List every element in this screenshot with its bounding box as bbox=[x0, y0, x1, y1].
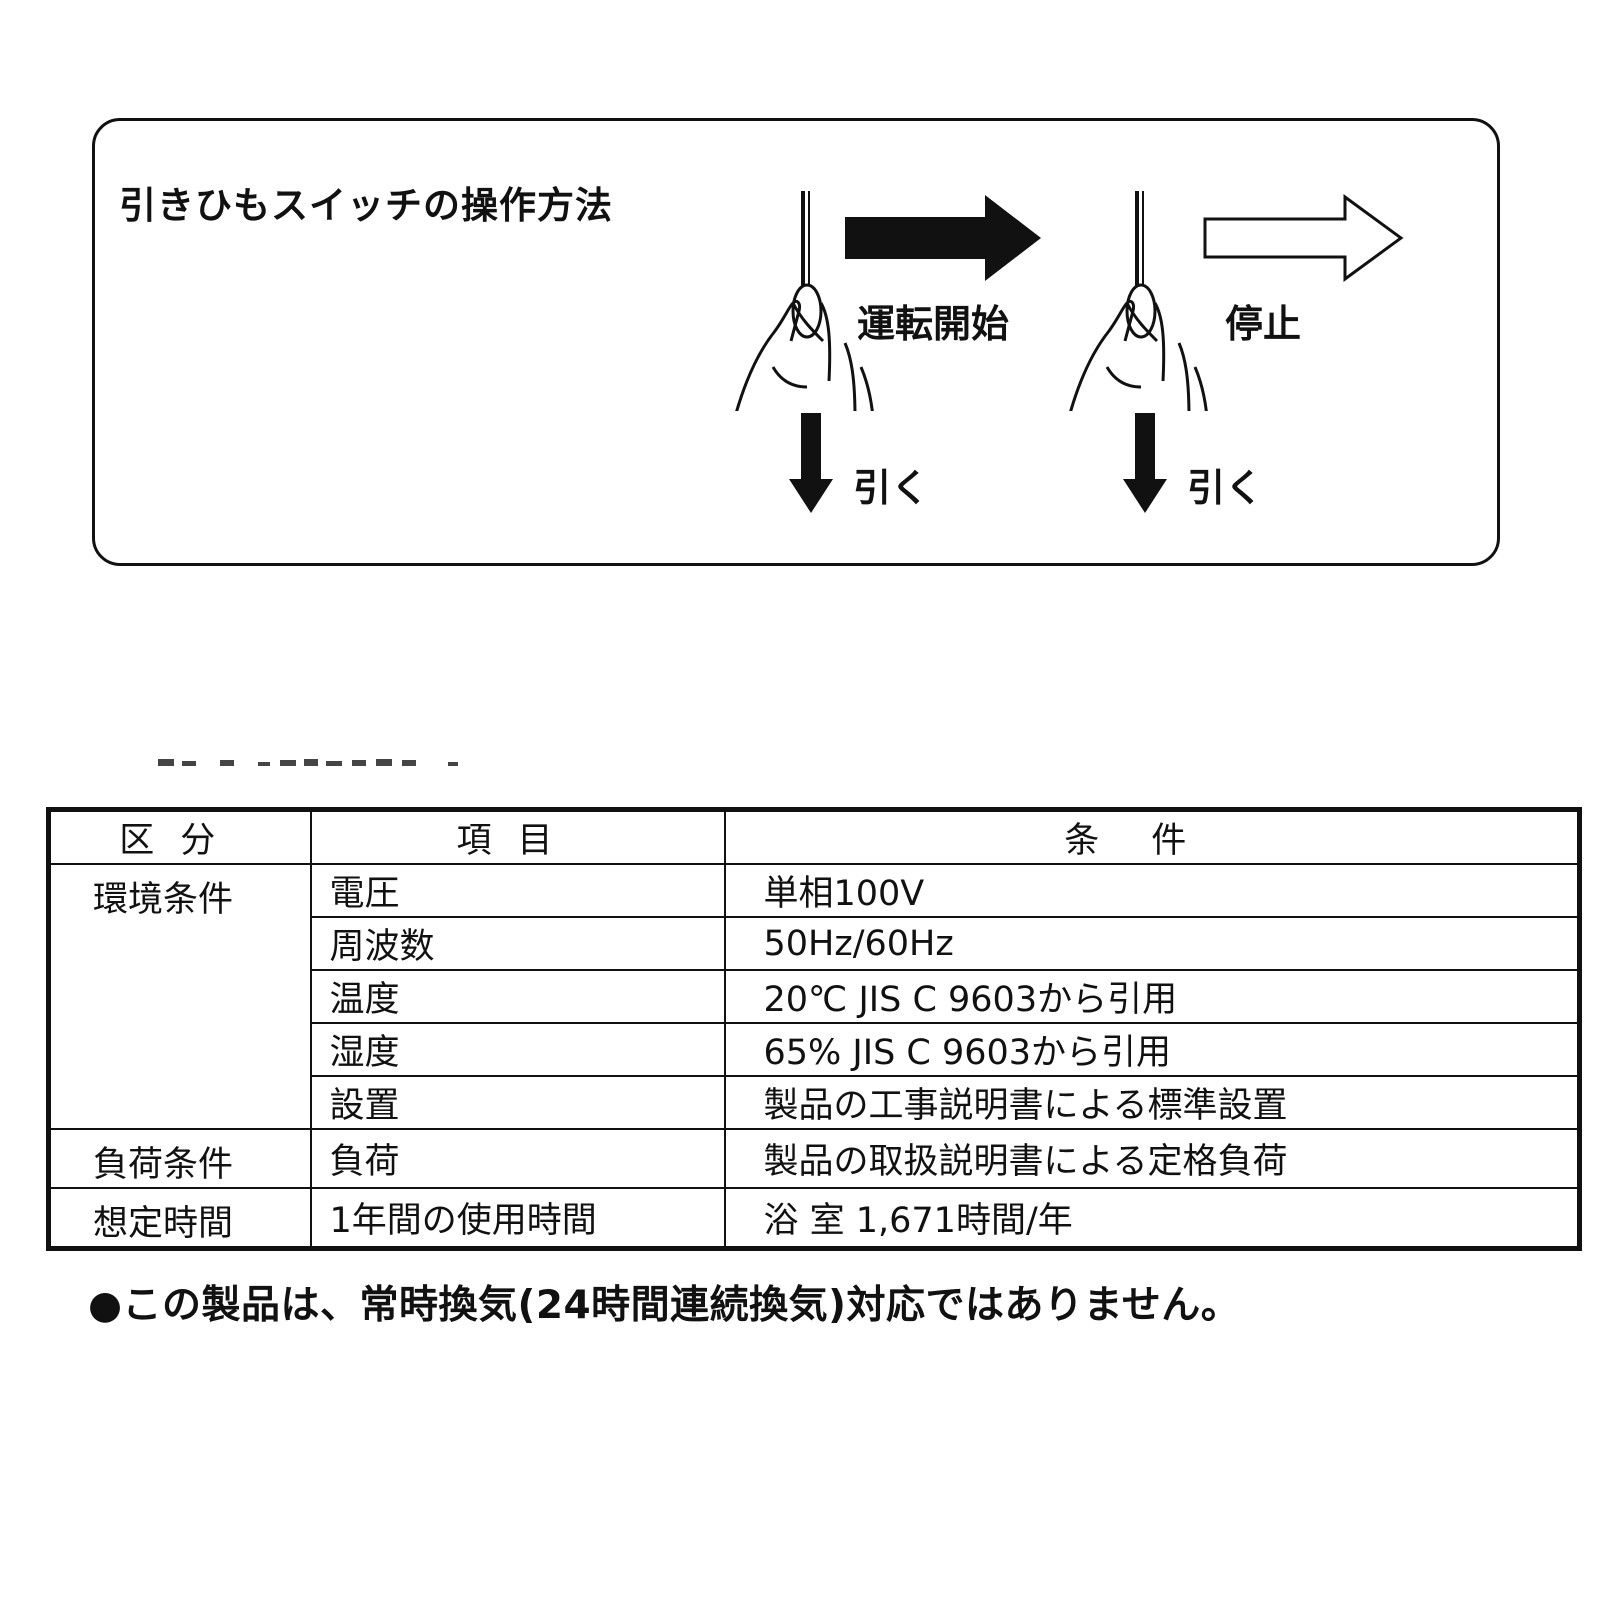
header-item: 項目 bbox=[309, 808, 726, 865]
hand-pulling-cord-icon bbox=[735, 191, 874, 411]
step-label-start: 運転開始 bbox=[857, 302, 1010, 346]
item-cell: 湿度 bbox=[309, 1022, 726, 1077]
item-cell: 負荷 bbox=[309, 1128, 726, 1189]
header-section: 区分 bbox=[47, 808, 312, 865]
cropped-text-remnant-icon bbox=[158, 759, 458, 766]
cropped-heading-remnant bbox=[158, 754, 498, 766]
item-cell: 電圧 bbox=[309, 863, 726, 918]
section-cell: 想定時間 bbox=[47, 1187, 312, 1250]
table-row: 環境条件 電圧 単相100V bbox=[47, 863, 1581, 1130]
table-header-row: 区分 項目 条件 bbox=[47, 808, 1581, 865]
value-cell: 20℃ JIS C 9603から引用 bbox=[723, 969, 1581, 1024]
item-cell: 温度 bbox=[309, 969, 726, 1024]
value-cell: 50Hz/60Hz bbox=[723, 916, 1581, 971]
filled-right-arrow-icon bbox=[845, 195, 1041, 281]
pull-cord-instruction-panel: 引きひもスイッチの操作方法 運転開始 引く bbox=[92, 118, 1500, 566]
table-row: 周波数 50Hz/60Hz bbox=[49, 916, 1581, 971]
step-stop: 停止 引く bbox=[1067, 121, 1404, 569]
step-label-stop: 停止 bbox=[1225, 302, 1302, 346]
hand-pulling-cord-icon bbox=[1069, 191, 1208, 411]
panel-title: 引きひもスイッチの操作方法 bbox=[119, 184, 613, 227]
table-row: 温度 20℃ JIS C 9603から引用 bbox=[49, 969, 1581, 1024]
section-cell: 環境条件 bbox=[47, 863, 312, 1130]
down-arrow-icon bbox=[1123, 413, 1167, 513]
item-cell: 設置 bbox=[309, 1075, 726, 1130]
table-row: 設置 製品の工事説明書による標準設置 bbox=[49, 1075, 1581, 1130]
table-row: 負荷条件 負荷 製品の取扱説明書による定格負荷 bbox=[47, 1128, 1581, 1189]
outline-right-arrow-icon bbox=[1203, 194, 1404, 282]
value-cell: 65% JIS C 9603から引用 bbox=[723, 1022, 1581, 1077]
value-cell: 単相100V bbox=[723, 863, 1581, 918]
pull-label-stop: 引く bbox=[1187, 466, 1264, 510]
header-condition: 条件 bbox=[723, 808, 1581, 865]
step-start: 運転開始 引く bbox=[733, 121, 1063, 569]
table-row: 想定時間 1年間の使用時間 浴 室 1,671時間/年 bbox=[47, 1187, 1581, 1250]
value-cell: 製品の取扱説明書による定格負荷 bbox=[723, 1128, 1581, 1189]
table-row: 湿度 65% JIS C 9603から引用 bbox=[49, 1022, 1581, 1077]
test-conditions-table: 区分 項目 条件 環境条件 電圧 単相100V 周波数 50Hz/60Hz 温度… bbox=[46, 807, 1582, 1251]
continuous-ventilation-note: ●この製品は、常時換気(24時間連続換気)対応ではありません。 bbox=[88, 1283, 1241, 1328]
pull-label-start: 引く bbox=[853, 466, 930, 510]
section-cell: 負荷条件 bbox=[47, 1128, 312, 1189]
value-cell: 浴 室 1,671時間/年 bbox=[723, 1187, 1581, 1250]
item-cell: 1年間の使用時間 bbox=[309, 1187, 726, 1250]
value-cell: 製品の工事説明書による標準設置 bbox=[723, 1075, 1581, 1130]
down-arrow-icon bbox=[789, 413, 833, 513]
item-cell: 周波数 bbox=[309, 916, 726, 971]
